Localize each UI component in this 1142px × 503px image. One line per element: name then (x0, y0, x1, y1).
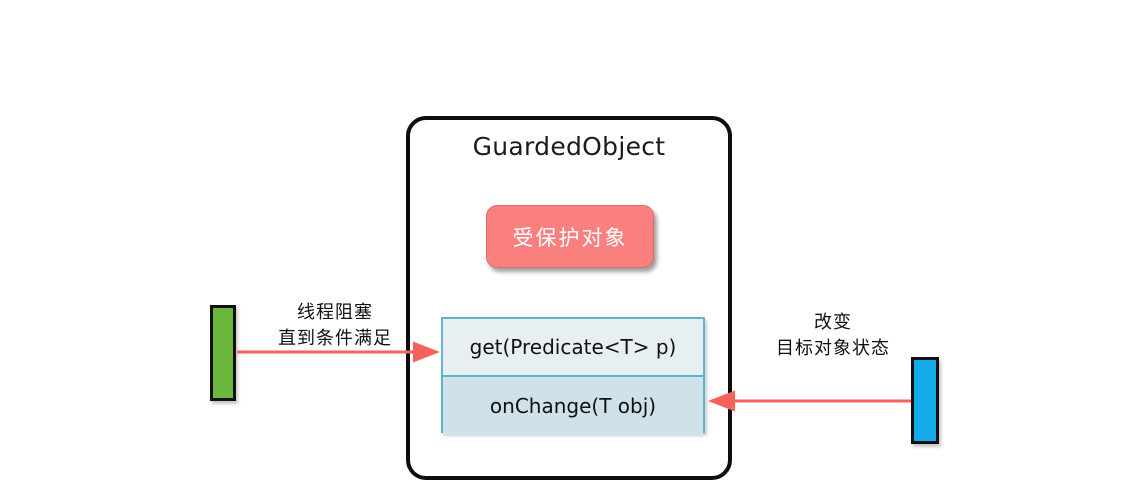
method-onchange-label: onChange(T obj) (489, 394, 657, 418)
protected-object-chip: 受保护对象 (486, 205, 654, 268)
protected-object-label: 受保护对象 (512, 225, 628, 250)
state-change-note-line1: 改变 (814, 312, 852, 333)
blocking-note-line2: 直到条件满足 (278, 327, 392, 349)
blocking-note: 线程阻塞 直到条件满足 (245, 300, 425, 351)
waiting-thread-bar (210, 305, 236, 401)
notifying-thread-bar (911, 357, 939, 444)
blocking-note-line1: 线程阻塞 (297, 302, 373, 323)
method-row: onChange(T obj) (443, 377, 703, 435)
page-title: GuardedObject (472, 132, 666, 161)
method-list: get(Predicate<T> p) onChange(T obj) (441, 317, 705, 435)
state-change-note: 改变 目标对象状态 (745, 310, 921, 361)
method-row: get(Predicate<T> p) (443, 319, 703, 377)
method-get-label: get(Predicate<T> p) (469, 335, 677, 359)
state-change-note-line2: 目标对象状态 (776, 337, 890, 359)
